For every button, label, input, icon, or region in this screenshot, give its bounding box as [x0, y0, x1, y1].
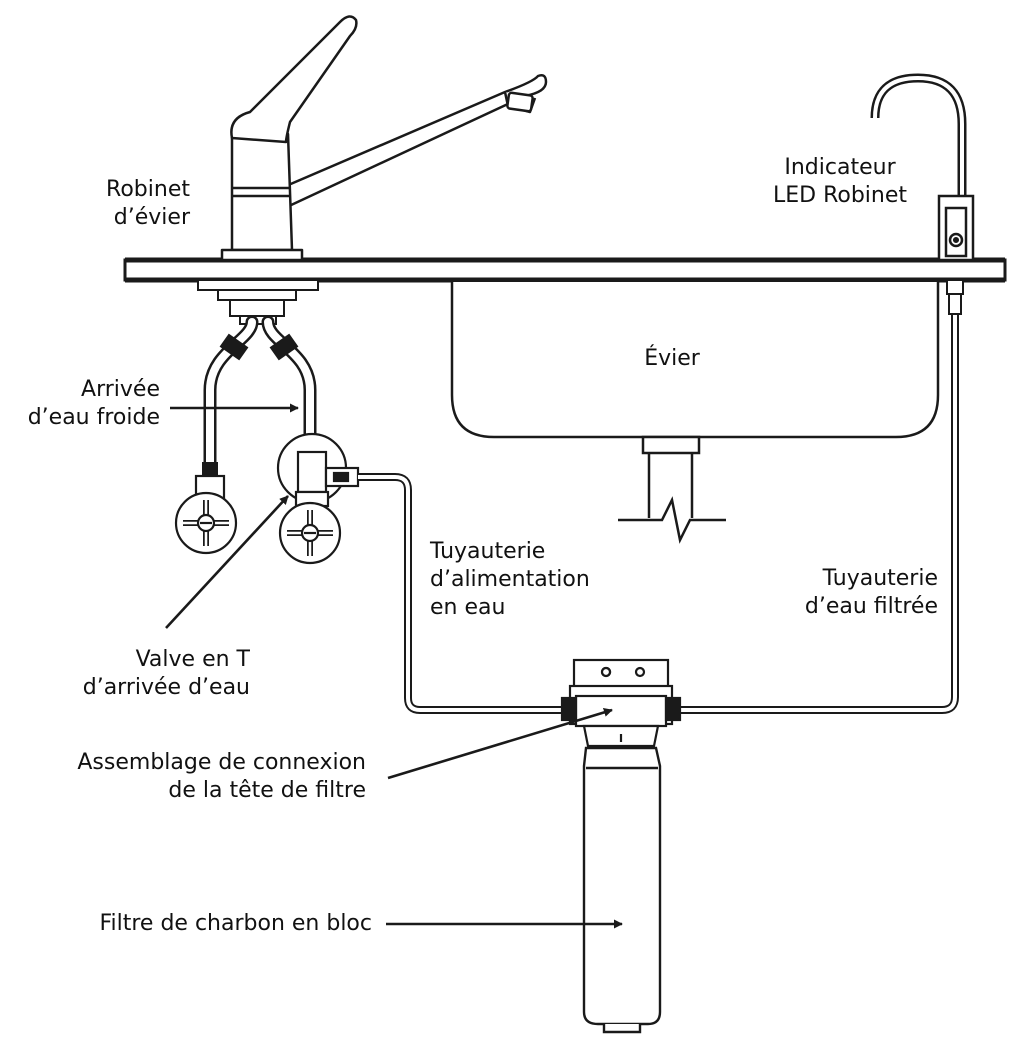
- label-line: LED Robinet: [772, 183, 908, 208]
- sink-basin: [450, 282, 940, 544]
- label-sink: Évier: [612, 345, 732, 373]
- carbon-filter-icon: [582, 746, 662, 1034]
- label-line: Filtre de charbon en bloc: [99, 911, 372, 936]
- label-line: Robinet: [106, 177, 190, 202]
- label-filter-head: Assemblage de connexion de la tête de fi…: [18, 749, 366, 805]
- label-line: d’arrivée d’eau: [82, 675, 250, 700]
- label-line: Tuyauterie: [430, 539, 546, 564]
- label-line: d’eau filtrée: [804, 594, 938, 619]
- label-carbon-filter: Filtre de charbon en bloc: [10, 910, 372, 938]
- label-line: Arrivée: [81, 377, 160, 402]
- filter-head-icon: [560, 658, 682, 748]
- label-line: Tuyauterie: [822, 566, 938, 591]
- label-line: d’évier: [113, 205, 190, 230]
- led-faucet-icon: [870, 73, 975, 262]
- supply-tubing-line: [358, 473, 576, 714]
- label-line: Assemblage de connexion: [77, 750, 366, 775]
- countertop: [123, 257, 1007, 283]
- leader-arrows: [165, 403, 623, 929]
- label-cold-water-inlet: Arrivée d’eau froide: [20, 376, 160, 432]
- sink-faucet-icon: [220, 15, 548, 262]
- label-line: Évier: [644, 346, 700, 371]
- faucet-mount-fittings: [197, 279, 319, 325]
- label-led-faucet: Indicateur LED Robinet: [740, 154, 940, 210]
- label-line: en eau: [430, 595, 506, 620]
- label-supply-tubing: Tuyauterie d’alimentation en eau: [430, 538, 630, 622]
- label-tee-valve: Valve en T d’arrivée d’eau: [60, 646, 250, 702]
- label-filtered-tubing: Tuyauterie d’eau filtrée: [770, 565, 938, 621]
- label-line: d’alimentation: [430, 567, 590, 592]
- arrow-tee-valve: [165, 495, 289, 629]
- left-shutoff-valve-icon: [174, 474, 238, 555]
- filtered-tubing-line: [668, 292, 959, 714]
- label-line: Indicateur: [784, 155, 896, 180]
- arrow-filter-head: [387, 708, 613, 780]
- label-line: Valve en T: [135, 647, 250, 672]
- supply-hoses: [202, 315, 318, 476]
- label-sink-faucet: Robinet d’évier: [60, 176, 190, 232]
- label-line: d’eau froide: [27, 405, 160, 430]
- faucet-tube-fitting: [946, 279, 964, 315]
- tee-valve-icon: [276, 432, 360, 565]
- label-line: de la tête de filtre: [168, 778, 366, 803]
